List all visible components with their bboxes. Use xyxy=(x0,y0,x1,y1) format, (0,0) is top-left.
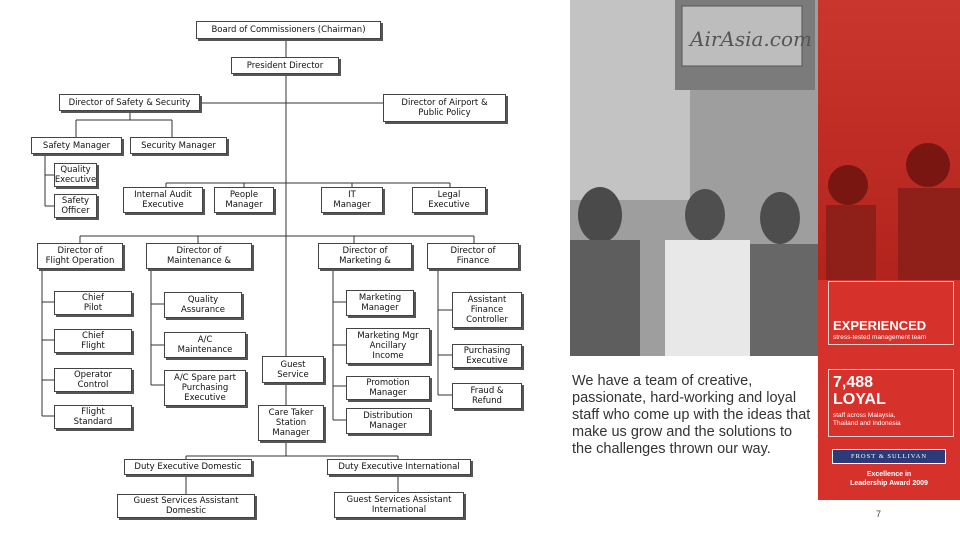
people-manager-box: People Manager xyxy=(214,187,274,213)
president-director-box: President Director xyxy=(231,57,339,74)
marketing-mgr-ancillary-box: Marketing Mgr Ancillary Income xyxy=(346,328,430,364)
experienced-box: EXPERIENCED stress-tested management tea… xyxy=(828,281,954,345)
duty-executive-domestic-box: Duty Executive Domestic xyxy=(124,459,252,475)
loyal-subtitle: staff across Malaysia, Thailand and Indo… xyxy=(833,412,901,427)
director-airport-box: Director of Airport & Public Policy xyxy=(383,94,506,122)
safety-manager-box: Safety Manager xyxy=(31,137,122,154)
panel-photo-illustration xyxy=(826,143,960,280)
loyal-box: 7,488 LOYAL staff across Malaysia, Thail… xyxy=(828,369,954,437)
loyal-word: LOYAL xyxy=(833,391,886,408)
duty-executive-international-box: Duty Executive International xyxy=(327,459,471,475)
panel-photo-area xyxy=(818,0,960,280)
page-number: 7 xyxy=(876,509,882,519)
safety-officer-box: Safety Officer xyxy=(54,194,97,218)
quality-executive-box: Quality Executive xyxy=(54,163,97,187)
operator-control-box: Operator Control xyxy=(54,368,132,392)
it-manager-box: IT Manager xyxy=(321,187,383,213)
legal-executive-box: Legal Executive xyxy=(412,187,486,213)
fraud-refund-box: Fraud & Refund xyxy=(452,383,522,409)
frost-sullivan-logo: FROST & SULLIVAN xyxy=(832,449,946,464)
security-manager-box: Security Manager xyxy=(130,137,227,154)
staff-photo-illustration: AirAsia.com xyxy=(570,0,818,356)
purchasing-executive-box: Purchasing Executive xyxy=(452,344,522,368)
marketing-manager-box: Marketing Manager xyxy=(346,290,414,316)
guest-service-box: Guest Service xyxy=(262,356,324,383)
loyal-number: 7,488 xyxy=(833,374,874,391)
quality-assurance-box: Quality Assurance xyxy=(164,292,242,318)
distribution-manager-box: Distribution Manager xyxy=(346,408,430,434)
chief-flight-box: Chief Flight xyxy=(54,329,132,353)
guest-services-assistant-international-box: Guest Services Assistant International xyxy=(334,492,464,518)
promotion-manager-box: Promotion Manager xyxy=(346,376,430,400)
staff-photo: AirAsia.com xyxy=(570,0,818,356)
chief-pilot-box: Chief Pilot xyxy=(54,291,132,315)
director-finance-box: Director of Finance xyxy=(427,243,519,269)
director-marketing-box: Director of Marketing & xyxy=(318,243,412,269)
guest-services-assistant-domestic-box: Guest Services Assistant Domestic xyxy=(117,494,255,518)
ac-spare-part-box: A/C Spare part Purchasing Executive xyxy=(164,370,246,406)
experienced-subtitle: stress-tested management team xyxy=(833,334,927,341)
assistant-finance-box: Assistant Finance Controller xyxy=(452,292,522,328)
experienced-title: EXPERIENCED xyxy=(833,318,927,333)
ac-maintenance-box: A/C Maintenance xyxy=(164,332,246,358)
director-flight-operation-box: Director of Flight Operation xyxy=(37,243,123,269)
care-taker-box: Care Taker Station Manager xyxy=(258,405,324,441)
award-text: Excellence in Leadership Award 2009 xyxy=(850,471,928,487)
director-maintenance-box: Director of Maintenance & xyxy=(146,243,252,269)
flight-standard-box: Flight Standard xyxy=(54,405,132,429)
info-panel: EXPERIENCED stress-tested management tea… xyxy=(818,0,960,500)
airasia-signage: AirAsia.com xyxy=(688,27,812,51)
tagline-text: We have a team of creative, passionate, … xyxy=(572,373,811,457)
internal-audit-box: Internal Audit Executive xyxy=(123,187,203,213)
director-safety-box: Director of Safety & Security xyxy=(59,94,200,111)
board-of-commissioners-box: Board of Commissioners (Chairman) xyxy=(196,21,381,39)
